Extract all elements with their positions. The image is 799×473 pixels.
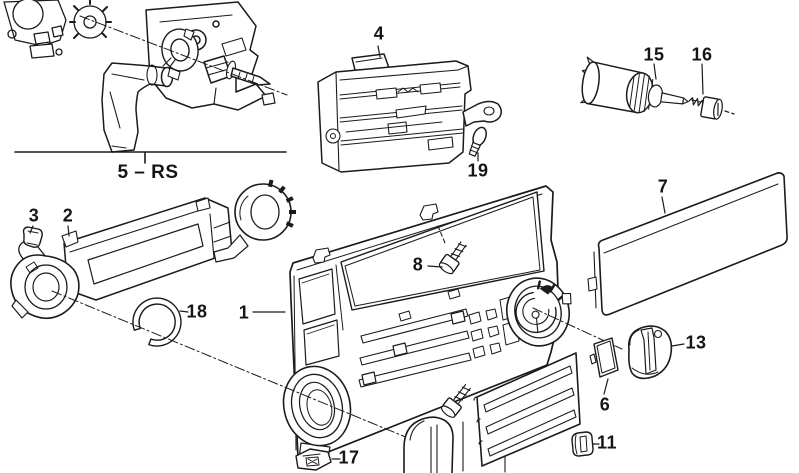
callout-part-1: 1	[238, 302, 250, 323]
leader-15	[653, 63, 657, 80]
part-19-bulb	[468, 126, 487, 157]
part-15-armature	[580, 56, 689, 114]
callout-part-11: 11	[596, 432, 618, 453]
part-6-cover	[589, 337, 619, 378]
callout-part-19: 19	[467, 160, 489, 181]
part-1-faceplate	[282, 185, 572, 464]
part-2-frame	[10, 179, 296, 320]
part-18-c-ring	[132, 297, 182, 347]
leader-13	[671, 343, 685, 347]
grille-panel	[473, 352, 581, 473]
callout-part-3: 3	[28, 205, 40, 226]
part-7-lens-panel	[587, 172, 788, 316]
callout-part-15: 15	[643, 44, 665, 65]
part-11-clip	[571, 431, 594, 457]
callout-part-8: 8	[412, 254, 424, 275]
leader-16	[701, 63, 704, 95]
leader-6	[603, 378, 609, 395]
callout-part-2: 2	[62, 205, 74, 226]
callout-part-4: 4	[373, 23, 385, 44]
leader-8	[427, 265, 443, 268]
leader-4	[377, 45, 381, 58]
leader-2	[67, 225, 70, 237]
callout-part-17: 17	[338, 447, 360, 468]
part-5rs-assembly	[3, 0, 287, 164]
callout-part-16: 16	[691, 44, 713, 65]
leader-7	[661, 196, 666, 214]
leader-3	[29, 225, 34, 234]
part-3-clip	[22, 226, 43, 248]
leader-lines	[29, 45, 704, 460]
part-16-screw	[688, 96, 723, 120]
part-8-screw	[437, 225, 467, 275]
callout-part-7: 7	[657, 176, 669, 197]
callout-part-6: 6	[599, 394, 611, 415]
part-16-axis-dash	[724, 110, 735, 115]
bottom-knob	[403, 416, 454, 473]
bottom-screw	[440, 384, 471, 472]
callout-part-18: 18	[186, 301, 208, 322]
callout-part-13: 13	[685, 332, 707, 353]
part-13-knob	[627, 325, 673, 380]
part-17-clip	[295, 448, 332, 471]
callout-group-5rs: 5 – RS	[117, 162, 179, 183]
leader-18	[179, 310, 189, 313]
part-4-control-mechanism	[317, 53, 502, 173]
